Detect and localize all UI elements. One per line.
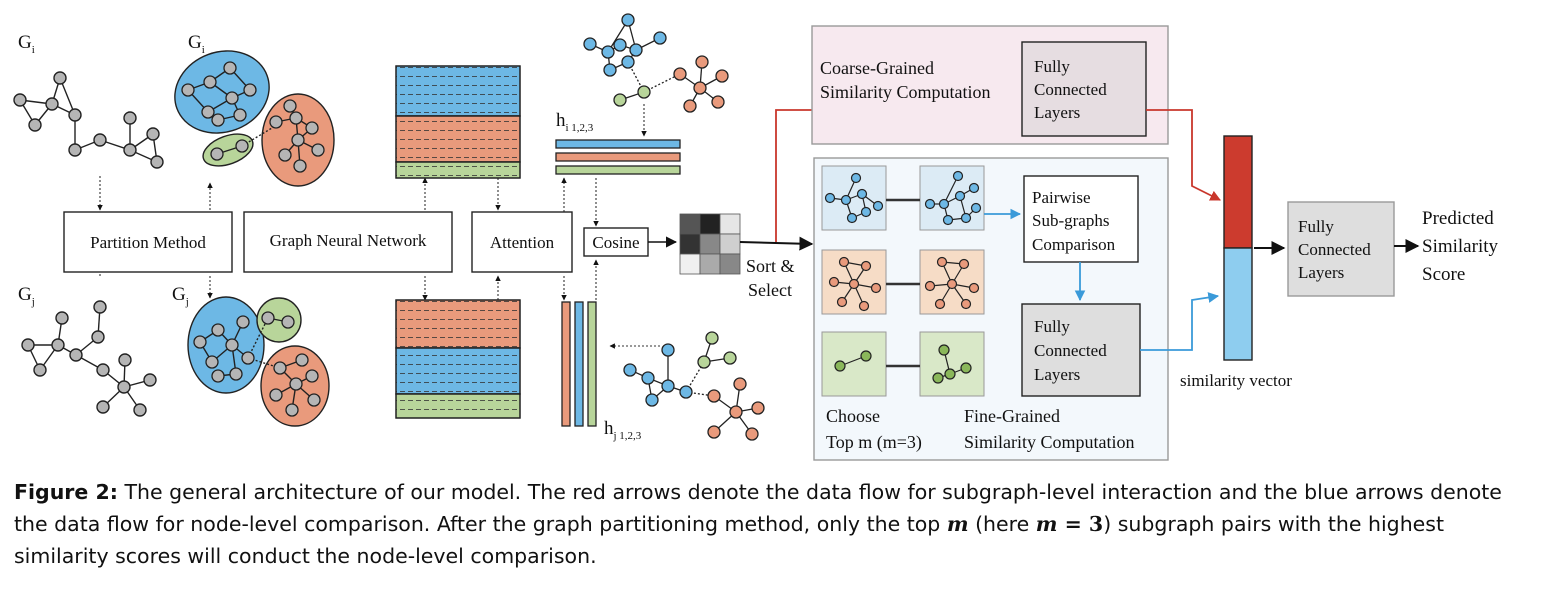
svg-text:Fully: Fully	[1298, 217, 1334, 236]
graph-gj-input	[21, 300, 157, 417]
gj-partitioned-label: Gj	[172, 284, 189, 308]
fine-grained-panel: Pairwise Sub-graphs Comparison Fully Con…	[813, 157, 1169, 461]
figure-caption: Figure 2: The general architecture of ou…	[14, 480, 1502, 568]
partitioned-gj	[187, 296, 330, 427]
partition-method-box: Partition Method	[63, 211, 233, 273]
svg-text:Connected: Connected	[1034, 341, 1107, 360]
similarity-vector	[1223, 135, 1253, 361]
svg-text:Attention: Attention	[490, 233, 555, 252]
hi-vectors	[555, 139, 681, 175]
svg-text:Fully: Fully	[1034, 57, 1070, 76]
coarse-to-vector-arrow	[1146, 109, 1221, 201]
svg-text:Predicted: Predicted	[1422, 208, 1494, 229]
predicted-score-label: Predicted Similarity Score	[1422, 208, 1499, 285]
gj-label: Gj	[18, 284, 35, 308]
coarse-grained-panel: Coarse-Grained Similarity Computation Fu…	[811, 25, 1169, 145]
colored-graph-gj	[623, 331, 765, 441]
svg-text:Connected: Connected	[1034, 80, 1107, 99]
hj-label: hj 1,2,3	[604, 418, 642, 442]
svg-text:Similarity Computation: Similarity Computation	[820, 82, 991, 102]
svg-text:Connected: Connected	[1298, 240, 1371, 259]
final-fc-box: Fully Connected Layers	[1287, 201, 1395, 297]
svg-text:Choose: Choose	[826, 406, 880, 426]
gnn-box: Graph Neural Network	[243, 211, 453, 273]
partitioned-gi	[174, 50, 335, 187]
attention-box: Attention	[471, 211, 573, 273]
svg-text:Top m (m=3): Top m (m=3)	[826, 432, 922, 453]
gi-embedding-stack	[395, 65, 521, 179]
graph-gi-input	[13, 71, 164, 169]
fine-blue-arrows	[984, 208, 1220, 351]
hi-label: hi 1,2,3	[556, 110, 594, 134]
gi-label: Gi	[18, 32, 35, 56]
svg-text:Coarse-Grained: Coarse-Grained	[820, 58, 934, 78]
svg-text:Partition Method: Partition Method	[90, 233, 206, 252]
svg-text:Graph Neural Network: Graph Neural Network	[270, 231, 427, 250]
svg-text:Similarity: Similarity	[1422, 236, 1499, 257]
svg-text:Score: Score	[1422, 264, 1465, 285]
sort-select-label-2: Select	[748, 280, 792, 300]
to-fine-arrow	[739, 236, 814, 251]
gj-embedding-stack	[395, 299, 521, 419]
svg-text:Similarity Computation: Similarity Computation	[964, 432, 1135, 452]
similarity-matrix	[679, 213, 741, 275]
svg-text:Layers: Layers	[1034, 103, 1080, 122]
hj-vectors	[561, 301, 597, 427]
svg-text:Pairwise: Pairwise	[1032, 188, 1091, 207]
svg-text:Layers: Layers	[1034, 365, 1080, 384]
svg-text:Fine-Grained: Fine-Grained	[964, 406, 1060, 426]
svg-text:Layers: Layers	[1298, 263, 1344, 282]
gi-partitioned-label: Gi	[188, 32, 205, 56]
svg-text:Fully: Fully	[1034, 317, 1070, 336]
colored-graph-gi	[583, 13, 729, 113]
sort-select-label-1: Sort &	[746, 256, 795, 276]
cosine-box: Cosine	[583, 227, 649, 257]
similarity-vector-label: similarity vector	[1180, 371, 1292, 390]
svg-text:Cosine: Cosine	[592, 233, 639, 252]
svg-text:Sub-graphs: Sub-graphs	[1032, 211, 1109, 230]
svg-text:Comparison: Comparison	[1032, 235, 1116, 254]
